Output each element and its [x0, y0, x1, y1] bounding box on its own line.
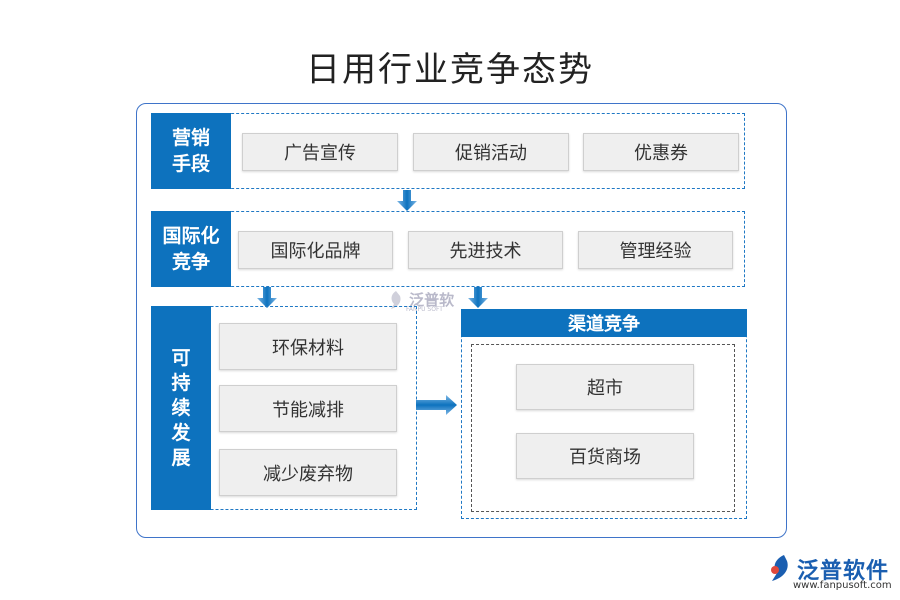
- outer-frame: [136, 103, 787, 538]
- international-label-line2: 竞争: [171, 251, 210, 273]
- logo-url: www.fanpusoft.com: [793, 580, 892, 591]
- marketing-item-promo: 促销活动: [413, 133, 569, 171]
- logo-name: 泛普软件: [797, 559, 890, 584]
- marketing-item-ad: 广告宣传: [242, 133, 398, 171]
- channel-header: 渠道竞争: [461, 309, 747, 337]
- international-label-line1: 国际化: [162, 225, 220, 247]
- international-item-mgmt: 管理经验: [578, 231, 733, 269]
- sustainable-label-char: 持: [171, 371, 191, 394]
- watermark: 泛普软 FANPU SOFT: [388, 289, 454, 313]
- marketing-label-line2: 手段: [171, 153, 210, 175]
- marketing-label-line1: 营销: [171, 127, 210, 149]
- watermark-text: 泛普软: [409, 291, 455, 309]
- sustainable-label-char: 续: [171, 396, 191, 419]
- marketing-item-coupon: 优惠券: [583, 133, 739, 171]
- arrow-down-icon: [397, 190, 417, 211]
- sustainable-label: 可 持 续 发 展: [151, 306, 211, 510]
- arrow-down-icon: [257, 287, 277, 308]
- diagram-title: 日用行业竞争态势: [306, 50, 594, 90]
- arrow-down-icon: [468, 287, 488, 308]
- watermark-sub: FANPU SOFT: [406, 306, 443, 313]
- sustainable-item-waste: 减少废弃物: [219, 449, 397, 496]
- fanpu-logo-icon: [771, 555, 788, 581]
- sustainable-label-char: 展: [171, 446, 191, 469]
- international-label: 国际化 竞争: [151, 211, 231, 287]
- marketing-label: 营销 手段: [151, 113, 231, 189]
- sustainable-label-char: 可: [171, 346, 191, 369]
- sustainable-item-energy: 节能减排: [219, 385, 397, 432]
- channel-item-department-store: 百货商场: [516, 433, 694, 479]
- watermark-logo-icon: [391, 290, 401, 309]
- sustainable-item-materials: 环保材料: [219, 323, 397, 370]
- international-item-brand: 国际化品牌: [238, 231, 393, 269]
- arrow-right-icon: [416, 395, 457, 415]
- channel-item-supermarket: 超市: [516, 364, 694, 410]
- international-item-tech: 先进技术: [408, 231, 563, 269]
- channel-inner-frame: [471, 344, 735, 512]
- sustainable-label-char: 发: [171, 421, 191, 444]
